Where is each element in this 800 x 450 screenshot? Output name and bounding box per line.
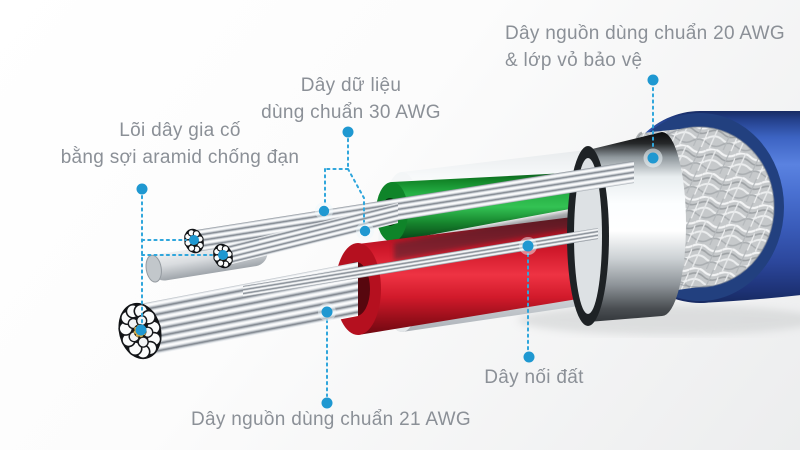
label-power-21awg: Dây nguồn dùng chuẩn 21 AWG [178,406,484,433]
label-outer-line2: & lớp vỏ bảo vệ [505,50,643,71]
marker-dot-aramid-label [136,183,148,195]
label-data-wire: Dây dữ liệu dùng chuẩn 30 AWG [231,72,471,126]
data-strands-b [224,203,398,266]
marker-dot-power-label [321,397,333,409]
wire-gap-shadow [394,208,586,260]
marker-dot-ground-strand [522,240,534,252]
aramid-face-small-b [213,243,233,269]
marker-dot-data-strand-b [359,225,371,237]
leader-aramid-core [141,195,213,325]
label-data-line1: Dây dữ liệu [300,75,402,96]
label-ground-wire: Dây nối đất [470,364,598,391]
marker-dot-power-strands [321,306,333,318]
marker-dot-data-strand-a [318,205,330,217]
label-aramid-core: Lõi dây gia cố bằng sợi aramid chống đạn [32,117,328,171]
label-data-line2: dùng chuẩn 30 AWG [261,102,441,123]
marker-dot-aramid-big [135,324,147,336]
label-outer-jacket: Dây nguồn dùng chuẩn 20 AWG & lớp vỏ bảo… [505,20,785,74]
marker-dot-aramid-a [189,235,199,245]
ground-strands [243,228,598,297]
marker-dot-ground-label [523,351,535,363]
leader-data-wire [324,138,365,225]
label-outer-line1: Dây nguồn dùng chuẩn 20 AWG [505,23,785,44]
marker-dot-data-label [342,126,354,138]
marker-dots [135,74,663,409]
label-aramid-line2: bằng sợi aramid chống đạn [60,147,300,168]
marker-dot-aramid-b [218,250,228,260]
marker-dot-braid [647,152,659,164]
label-power-line1: Dây nguồn dùng chuẩn 21 AWG [191,409,471,430]
label-aramid-line1: Lõi dây gia cố [119,120,241,141]
marker-dot-outer-label [647,74,659,86]
label-ground-line1: Dây nối đất [484,367,584,388]
